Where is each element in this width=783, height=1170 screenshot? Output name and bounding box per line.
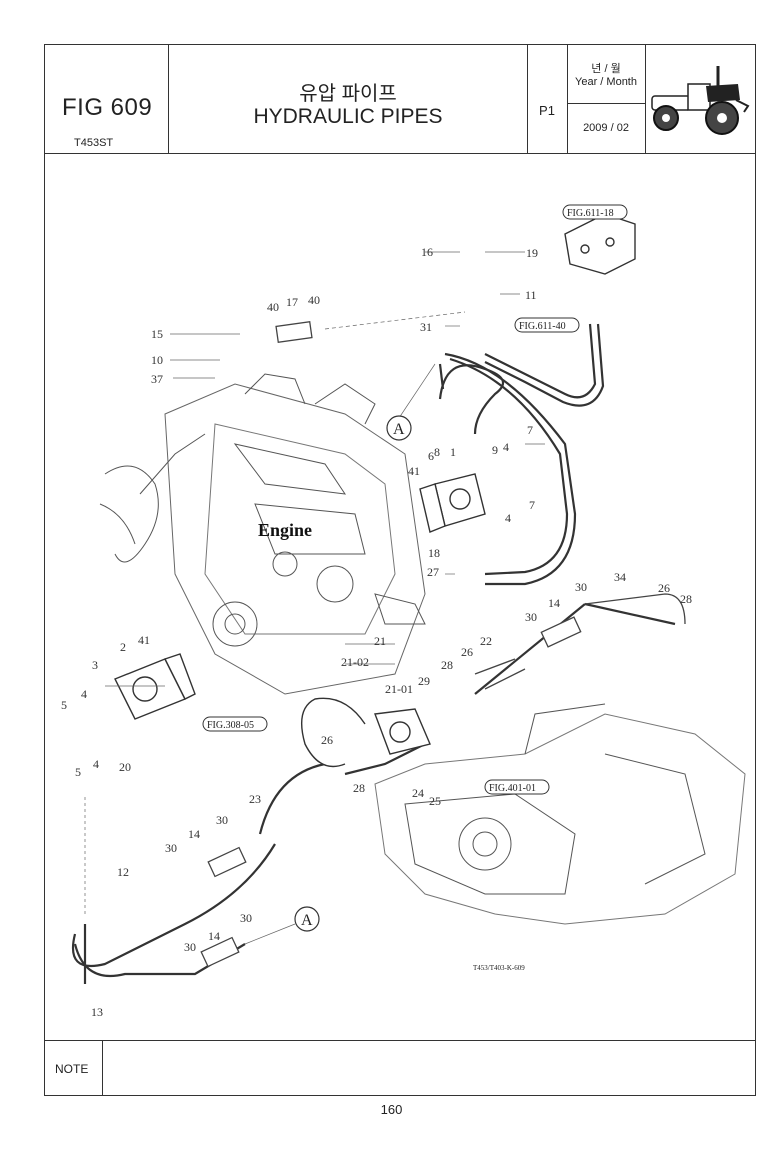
view-marker-top: A	[386, 415, 412, 441]
callout-14a: 14	[188, 827, 200, 841]
view-marker-bottom-label: A	[301, 912, 313, 929]
callout-30f: 30	[184, 940, 196, 954]
svg-text:FIG.308-05[interactable]: FIG.308-05	[207, 720, 254, 731]
note-divider	[102, 1040, 103, 1096]
header-divider-1	[168, 44, 169, 154]
header-divider-3	[567, 44, 568, 154]
callout-28a: 28	[441, 658, 453, 672]
page-code: P1	[539, 103, 555, 118]
exploded-parts-diagram: Engine A A FIG.611-18 FIG.611-40 FIG.308…	[61, 204, 746, 1019]
callout-5b: 5	[75, 765, 81, 779]
callout-1: 1	[450, 445, 456, 459]
callout-14b: 14	[208, 929, 220, 943]
note-label: NOTE	[55, 1062, 89, 1076]
engine-label: Engine	[258, 520, 312, 540]
year-month-value: 2009 / 02	[583, 122, 629, 134]
callout-23: 23	[249, 792, 261, 806]
callout-8: 8	[434, 445, 440, 459]
drawing-code: T453/T403-K-609	[473, 964, 525, 972]
fig-ref-401-01[interactable]: FIG.401-01	[484, 779, 550, 795]
callout-28c: 28	[680, 592, 692, 606]
header-divider-2	[527, 44, 528, 154]
callout-19: 19	[526, 246, 538, 260]
figure-number: FIG 609	[62, 94, 153, 121]
callout-26c: 26	[658, 581, 670, 595]
callout-4d: 4	[505, 511, 511, 525]
callout-41a: 41	[408, 464, 420, 478]
callout-30e: 30	[240, 911, 252, 925]
callout-17: 17	[286, 295, 298, 309]
callout-7b: 7	[529, 498, 535, 512]
callout-5a: 5	[61, 698, 67, 712]
year-month-label-korean: 년 / 월	[591, 63, 621, 75]
callout-29: 29	[418, 674, 430, 688]
callout-30a: 30	[575, 580, 587, 594]
page-number: 160	[380, 1102, 403, 1117]
fig-ref-611-40[interactable]: FIG.611-40	[514, 317, 580, 333]
callout-2: 2	[120, 640, 126, 654]
callout-20: 20	[119, 760, 131, 774]
callout-27: 27	[427, 565, 439, 579]
callout-26b: 26	[321, 733, 333, 747]
callout-26a: 26	[461, 645, 473, 659]
callout-numbers: 1 2 3 4 4 4 4 5 5 7 7 8 9 10 11 12 13 14…	[61, 245, 692, 1019]
component-blocks	[114, 213, 636, 768]
callout-30b: 30	[525, 610, 537, 624]
callout-3: 3	[92, 658, 98, 672]
callout-4b: 4	[93, 757, 99, 771]
callout-9: 9	[492, 443, 498, 457]
callout-14c: 14	[548, 596, 560, 610]
callout-11: 11	[525, 288, 537, 302]
view-marker-bottom: A	[294, 906, 320, 932]
title-english: HYDRAULIC PIPES	[253, 105, 443, 128]
header-bottom-rule	[44, 153, 756, 154]
callout-4c: 4	[503, 440, 509, 454]
callout-28b: 28	[353, 781, 365, 795]
callout-30c: 30	[216, 813, 228, 827]
callout-31: 31	[420, 320, 432, 334]
svg-text:FIG.611-40[interactable]: FIG.611-40	[519, 321, 566, 332]
callout-4a: 4	[81, 687, 87, 701]
page-frame	[44, 44, 756, 1096]
view-marker-top-label: A	[393, 421, 405, 438]
svg-text:FIG.611-18[interactable]: FIG.611-18	[567, 208, 614, 219]
hose-segments	[200, 320, 686, 968]
transmission-illustration	[374, 703, 746, 925]
year-month-label-english: Year / Month	[575, 76, 637, 88]
model-code: T453ST	[74, 137, 114, 149]
callout-22: 22	[480, 634, 492, 648]
fig-ref-308-05[interactable]: FIG.308-05	[202, 716, 268, 732]
title-korean: 유압 파이프	[299, 83, 397, 105]
tractor-icon	[651, 66, 750, 135]
leader-lines	[84, 251, 545, 945]
callout-21: 21	[374, 634, 386, 648]
callout-34: 34	[614, 570, 626, 584]
pipe-lines	[71, 323, 676, 984]
callout-24: 24	[412, 786, 424, 800]
fig-ref-611-18[interactable]: FIG.611-18	[562, 204, 628, 220]
callout-40b: 40	[308, 293, 320, 307]
callout-6: 6	[428, 449, 434, 463]
callout-25: 25	[429, 794, 441, 808]
callout-10: 10	[151, 353, 163, 367]
year-month-rule	[567, 103, 645, 104]
callout-37: 37	[151, 372, 163, 386]
svg-text:FIG.401-01[interactable]: FIG.401-01	[489, 783, 536, 794]
callout-30d: 30	[165, 841, 177, 855]
callout-13: 13	[91, 1005, 103, 1019]
callout-15: 15	[151, 327, 163, 341]
callout-7a: 7	[527, 423, 533, 437]
callout-21-02: 21-02	[341, 655, 369, 669]
callout-16: 16	[421, 245, 433, 259]
callout-21-01: 21-01	[385, 682, 413, 696]
callout-41b: 41	[138, 633, 150, 647]
engine-illustration	[99, 373, 426, 695]
header-divider-4	[645, 44, 646, 154]
callout-40a: 40	[267, 300, 279, 314]
callout-18: 18	[428, 546, 440, 560]
callout-12: 12	[117, 865, 129, 879]
note-top-rule	[44, 1040, 756, 1041]
